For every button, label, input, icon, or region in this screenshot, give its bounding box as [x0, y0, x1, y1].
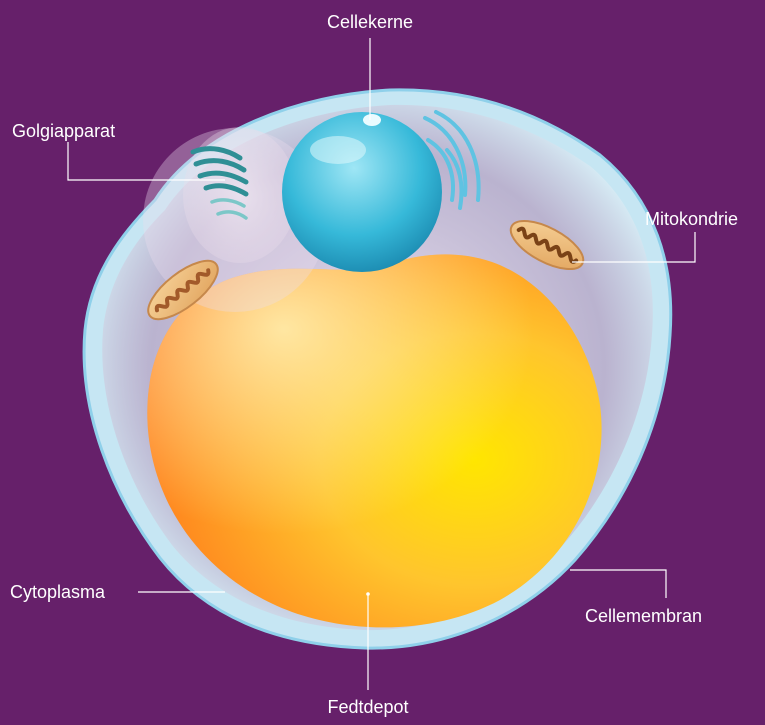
leader-dot-fat — [366, 592, 370, 596]
label-mitochondrion: Mitokondrie — [645, 209, 738, 229]
label-fat-deposit: Fedtdepot — [327, 697, 408, 717]
label-golgi: Golgiapparat — [12, 121, 115, 141]
label-nucleus: Cellekerne — [327, 12, 413, 32]
nucleus — [282, 112, 442, 272]
label-membrane: Cellemembran — [585, 606, 702, 626]
leader-membrane — [570, 570, 666, 598]
label-cytoplasm: Cytoplasma — [10, 582, 106, 602]
